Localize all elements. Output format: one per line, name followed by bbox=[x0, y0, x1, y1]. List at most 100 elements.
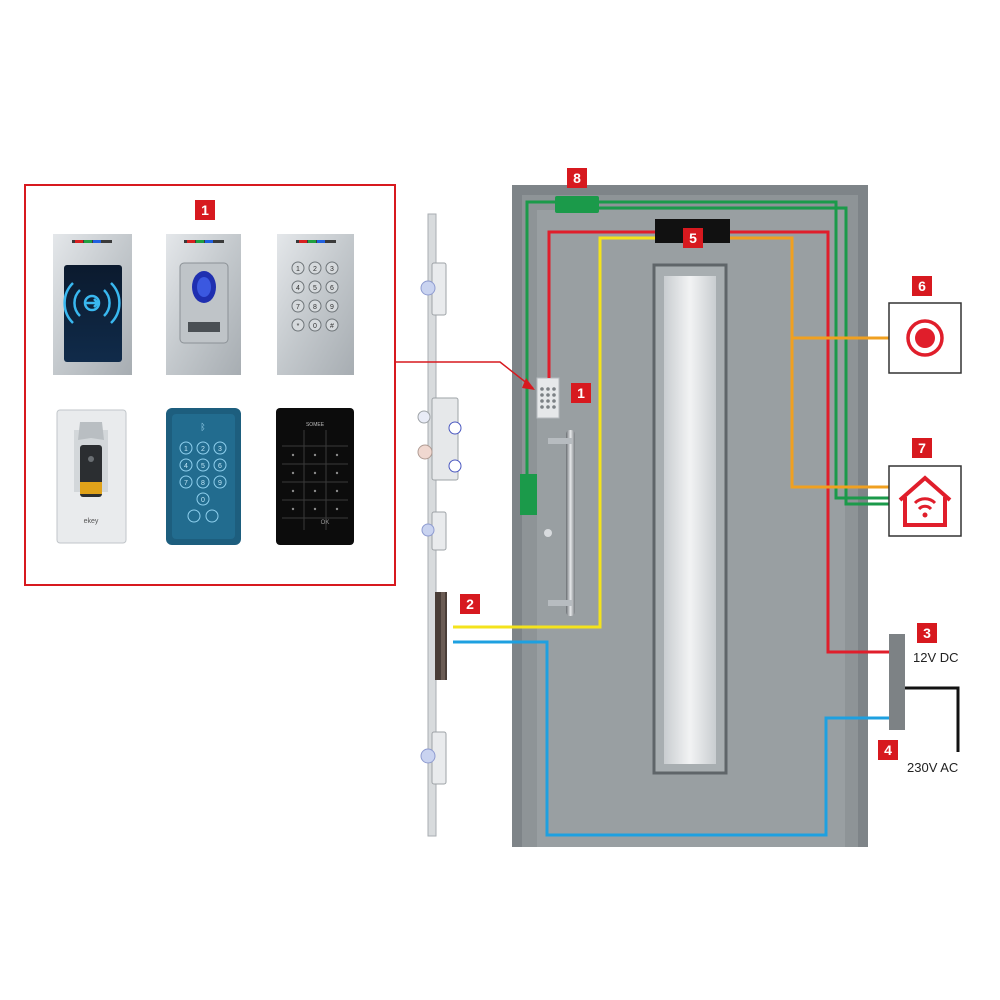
bluetooth-keypad-key bbox=[196, 492, 210, 506]
code-keypad-key-label: 5 bbox=[313, 285, 317, 292]
red-wire-2 bbox=[729, 230, 890, 654]
code-keypad-icon: 1 2 3 4 5 6 7 8 9 * 0 # bbox=[291, 261, 339, 332]
electric-motor-lock bbox=[435, 592, 447, 680]
bluetooth-keypad-key bbox=[196, 475, 210, 489]
badge-2-motor-lock: 2 bbox=[460, 594, 480, 614]
code-keypad-key-label: 6 bbox=[330, 285, 334, 292]
door-keypad-key bbox=[546, 393, 550, 397]
bluetooth-keypad-key-label: 1 bbox=[184, 446, 188, 453]
code-keypad-key-label: 2 bbox=[313, 266, 317, 273]
door-keypad-key bbox=[552, 387, 556, 391]
bluetooth-keypad-key bbox=[196, 458, 210, 472]
code-keypad-key-label: 7 bbox=[296, 304, 300, 311]
bluetooth-keypad-key-symbol bbox=[205, 509, 219, 523]
code-keypad-key-label: 9 bbox=[330, 304, 334, 311]
touch-keypad: SOMEE OK bbox=[276, 408, 354, 545]
black-wire bbox=[905, 686, 960, 752]
code-keypad-key bbox=[291, 280, 305, 294]
motor-control-unit bbox=[555, 196, 599, 213]
touch-keypad-key bbox=[335, 471, 339, 475]
bluetooth-keypad-key bbox=[179, 475, 193, 489]
door-keypad bbox=[536, 377, 560, 419]
rfid-reader-icon bbox=[63, 282, 121, 324]
fingerprint-reader-icon bbox=[188, 271, 220, 332]
fingerprint-sensor-icon bbox=[80, 445, 102, 497]
touch-keypad-ok: OK bbox=[321, 520, 330, 526]
smart-home-icon bbox=[898, 475, 952, 527]
code-keypad-key bbox=[325, 280, 339, 294]
code-keypad-key bbox=[291, 299, 305, 313]
bluetooth-keypad-key bbox=[179, 441, 193, 455]
front-door bbox=[512, 185, 868, 847]
green-wire bbox=[525, 200, 890, 500]
touch-keypad-key bbox=[335, 453, 339, 457]
yellow-wire bbox=[453, 236, 655, 629]
fingerprint-sensor: ekey bbox=[56, 409, 127, 544]
green-wire-2 bbox=[598, 206, 890, 506]
callout-arrow bbox=[522, 378, 535, 390]
bluetooth-keypad-key bbox=[196, 441, 210, 455]
code-keypad-key bbox=[291, 261, 305, 275]
door-keypad-key bbox=[546, 399, 550, 403]
code-keypad-key bbox=[308, 299, 322, 313]
touch-keypad-key bbox=[291, 507, 295, 511]
wiring bbox=[395, 200, 960, 837]
bluetooth-keypad-key-label: 6 bbox=[218, 463, 222, 470]
code-keypad-key bbox=[308, 261, 322, 275]
rfid-reader bbox=[53, 234, 132, 375]
code-keypad-key-label: * bbox=[297, 323, 300, 330]
bluetooth-keypad-key bbox=[179, 458, 193, 472]
code-keypad-key-label: 0 bbox=[313, 323, 317, 330]
fingerprint-reader bbox=[166, 234, 241, 375]
code-keypad-key bbox=[291, 318, 305, 332]
touch-keypad-key bbox=[335, 489, 339, 493]
bluetooth-keypad-key-label: 7 bbox=[184, 480, 188, 487]
door-contact-module bbox=[520, 474, 537, 515]
badge-1-door-keypad: 1 bbox=[571, 383, 591, 403]
bluetooth-icon: ᛒ bbox=[200, 422, 205, 433]
red-wire bbox=[547, 230, 655, 378]
code-keypad-key bbox=[308, 318, 322, 332]
touch-keypad-brand: SOMEE bbox=[306, 422, 325, 428]
touch-keypad-key bbox=[291, 471, 295, 475]
bluetooth-keypad-key-label: 0 bbox=[201, 497, 205, 504]
code-keypad-key bbox=[325, 261, 339, 275]
code-keypad-key bbox=[308, 280, 322, 294]
code-keypad-key-label: 3 bbox=[330, 266, 334, 273]
code-keypad-key bbox=[325, 299, 339, 313]
bluetooth-keypad-key-label: 3 bbox=[218, 446, 222, 453]
multipoint-lock-strip bbox=[417, 213, 462, 837]
code-keypad-key-label: # bbox=[330, 323, 334, 330]
touch-keypad-key bbox=[313, 489, 317, 493]
push-button bbox=[888, 302, 962, 374]
bluetooth-keypad-key-label: 9 bbox=[218, 480, 222, 487]
badge-7-smart-home: 7 bbox=[912, 438, 932, 458]
badge-5-control-unit: 5 bbox=[683, 228, 703, 248]
code-keypad-key-label: 8 bbox=[313, 304, 317, 311]
smart-home-system bbox=[888, 465, 962, 537]
code-keypad-key-label: 4 bbox=[296, 285, 300, 292]
door-keypad-key bbox=[540, 387, 544, 391]
door-keypad-key bbox=[552, 393, 556, 397]
code-keypad-key-label: 1 bbox=[296, 266, 300, 273]
door-keypad-key bbox=[540, 405, 544, 409]
bluetooth-keypad-bell bbox=[187, 509, 201, 523]
door-keypad-key bbox=[540, 399, 544, 403]
callout-line bbox=[395, 361, 534, 389]
voltage-label-dc: 12V DC bbox=[913, 650, 959, 665]
power-supply bbox=[889, 634, 905, 730]
touch-keypad-key bbox=[335, 507, 339, 511]
glass-panel bbox=[664, 276, 716, 764]
door-keypad-key bbox=[552, 399, 556, 403]
bluetooth-keypad-key-label: 5 bbox=[201, 463, 205, 470]
blue-wire bbox=[453, 640, 890, 837]
door-keypad-key bbox=[546, 387, 550, 391]
fingerprint-sensor-brand: ekey bbox=[84, 518, 99, 525]
touch-keypad-key bbox=[313, 471, 317, 475]
badge-8-motor-control: 8 bbox=[567, 168, 587, 188]
touch-keypad-key bbox=[291, 489, 295, 493]
touch-keypad-key bbox=[313, 453, 317, 457]
